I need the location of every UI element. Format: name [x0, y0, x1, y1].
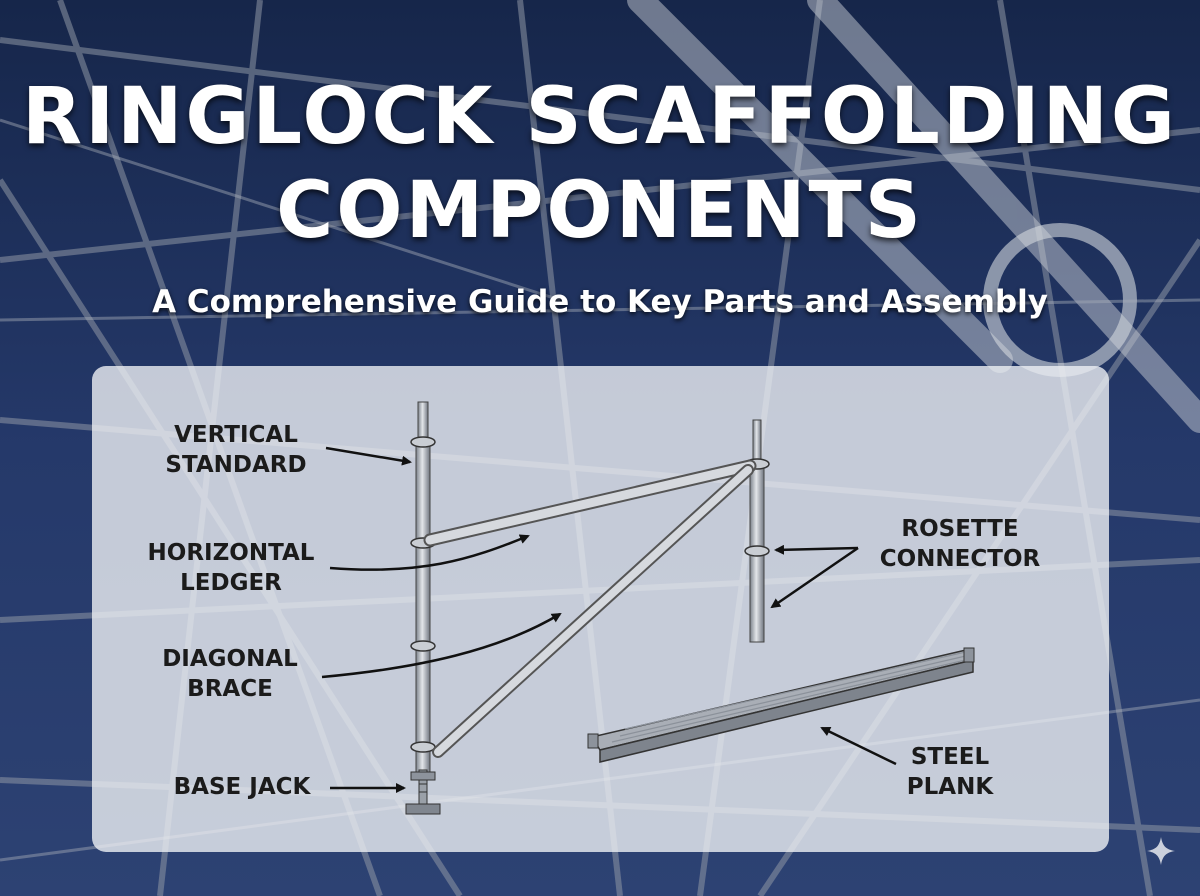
label-rosette-connector: ROSETTE CONNECTOR — [862, 514, 1058, 574]
label-base-jack-line-1: BASE JACK — [173, 774, 311, 800]
label-diagonal-brace-line-2: BRACE — [187, 676, 273, 702]
label-diagonal-brace-line-1: DIAGONAL — [162, 646, 298, 672]
left-standard-rosettes — [410, 436, 436, 753]
label-vertical-standard-line-1: VERTICAL — [174, 422, 298, 448]
right-standard-part — [744, 419, 770, 643]
label-horizontal-ledger-line-1: HORIZONTAL — [147, 540, 315, 566]
vertical-standard-part — [415, 401, 431, 781]
label-vertical-standard: VERTICAL STANDARD — [150, 420, 322, 480]
page-title-line-1: RINGLOCK SCAFFOLDING — [22, 72, 1178, 162]
callout-arrows — [321, 446, 897, 793]
sparkle-icon — [1147, 837, 1175, 865]
label-rosette-connector-line-1: ROSETTE — [901, 516, 1019, 542]
horizontal-ledger-part — [423, 459, 757, 547]
page-title-line-2: COMPONENTS — [276, 166, 924, 256]
label-steel-plank-line-2: PLANK — [906, 774, 994, 800]
label-steel-plank: STEEL PLANK — [880, 742, 1020, 802]
label-base-jack: BASE JACK — [156, 772, 328, 802]
diagonal-brace-part — [432, 464, 754, 758]
page-subtitle: A Comprehensive Guide to Key Parts and A… — [152, 284, 1048, 320]
label-steel-plank-line-1: STEEL — [910, 744, 990, 770]
label-diagonal-brace: DIAGONAL BRACE — [140, 644, 320, 704]
label-horizontal-ledger-line-2: LEDGER — [180, 570, 282, 596]
base-jack-part — [405, 769, 441, 815]
label-vertical-standard-line-2: STANDARD — [165, 452, 307, 478]
label-horizontal-ledger: HORIZONTAL LEDGER — [126, 538, 336, 598]
label-rosette-connector-line-2: CONNECTOR — [879, 546, 1041, 572]
steel-plank-part — [587, 647, 975, 763]
